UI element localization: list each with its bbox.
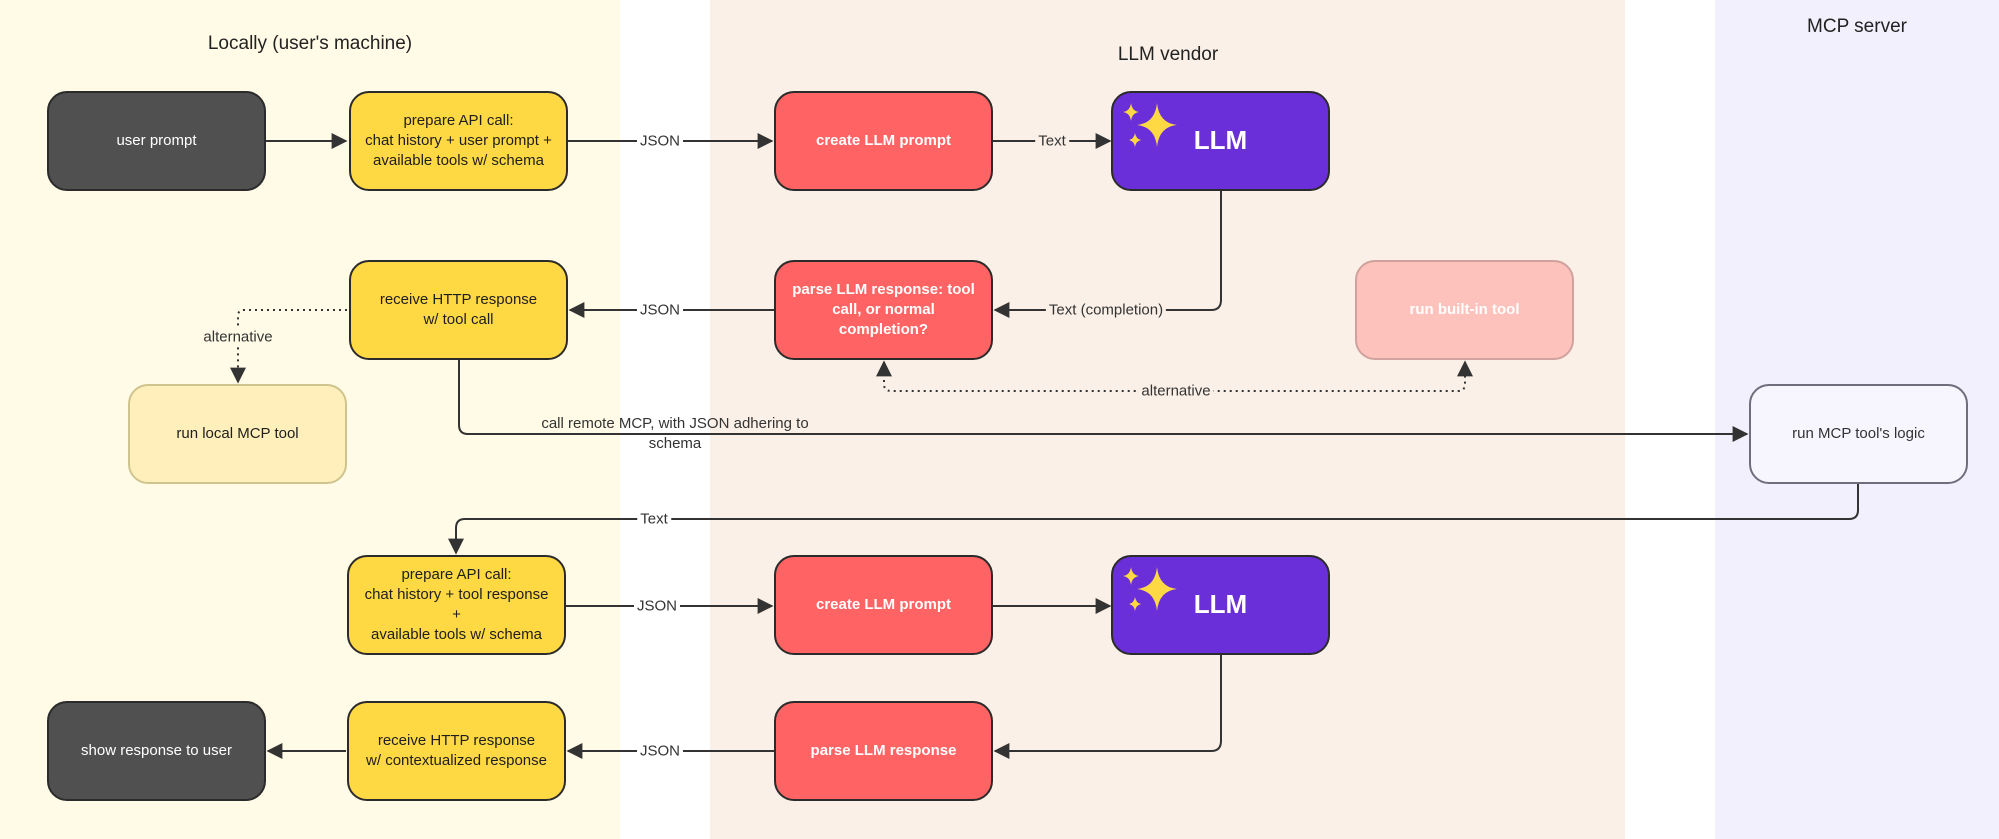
run-local-mcp-tool-label: run local MCP tool	[176, 424, 299, 442]
edge-label-text-1: Text	[1035, 132, 1069, 150]
llm-2-node: LLM	[1111, 555, 1330, 655]
parse-llm-response-node: parse LLM response: tool call, or normal…	[774, 260, 993, 360]
parse-llm-response-2-node: parse LLM response	[774, 701, 993, 801]
edge-receive-to-remote-mcp	[458, 360, 1749, 442]
run-mcp-tool-logic-node: run MCP tool's logic	[1749, 384, 1968, 484]
user-prompt-label: user prompt	[116, 131, 197, 149]
lane-title-vendor: LLM vendor	[1117, 44, 1219, 65]
user-prompt-node: user prompt	[47, 91, 266, 191]
edge-label-json-1: JSON	[636, 132, 684, 150]
parse-llm-response-2-label: parse LLM response	[810, 741, 957, 759]
edge-mcp-text-return	[448, 484, 1859, 555]
create-llm-prompt-node: create LLM prompt	[774, 91, 993, 191]
prepare-api-call-node: prepare API call: chat history + user pr…	[349, 91, 568, 191]
create-llm-prompt-2-label: create LLM prompt	[815, 595, 951, 613]
create-llm-prompt-label: create LLM prompt	[815, 131, 951, 149]
run-built-in-tool-node: run built-in tool	[1355, 260, 1574, 360]
llm-2-label: LLM	[1193, 589, 1248, 620]
llm-label: LLM	[1193, 125, 1248, 156]
prepare-api-call-2-label: prepare API call: chat history + tool re…	[364, 565, 549, 644]
sparkles-icon	[1123, 567, 1177, 611]
edge-label-alternative-builtin: alternative	[1138, 382, 1214, 400]
edge-label-json-3: JSON	[633, 597, 681, 615]
parse-llm-response-label: parse LLM response: tool call, or normal…	[792, 280, 975, 339]
edge-label-alternative-local: alternative	[200, 328, 276, 346]
llm-node: LLM	[1111, 91, 1330, 191]
create-llm-prompt-2-node: create LLM prompt	[774, 555, 993, 655]
receive-tool-call-node: receive HTTP response w/ tool call	[349, 260, 568, 360]
receive-tool-call-label: receive HTTP response w/ tool call	[379, 290, 538, 328]
edge-llm2-to-parse2	[993, 655, 1222, 759]
sparkles-icon	[1123, 103, 1177, 147]
prepare-api-call-2-node: prepare API call: chat history + tool re…	[347, 555, 566, 655]
edge-llm-to-parse	[993, 190, 1222, 318]
run-mcp-tool-logic-label: run MCP tool's logic	[1792, 424, 1925, 442]
edge-label-call-remote-mcp: call remote MCP, with JSON adhering to s…	[541, 415, 809, 453]
lane-title-mcp: MCP server	[1807, 16, 1907, 37]
show-response-label: show response to user	[81, 741, 232, 759]
edge-label-json-4: JSON	[636, 742, 684, 760]
edge-alternative-builtin	[876, 360, 1473, 392]
receive-contextualized-node: receive HTTP response w/ contextualized …	[347, 701, 566, 801]
prepare-api-call-label: prepare API call: chat history + user pr…	[365, 111, 552, 170]
run-local-mcp-tool-node: run local MCP tool	[128, 384, 347, 484]
show-response-node: show response to user	[47, 701, 266, 801]
receive-contextualized-label: receive HTTP response w/ contextualized …	[366, 731, 547, 769]
edge-alternative-local	[230, 309, 347, 384]
edge-label-text-return: Text	[637, 510, 671, 528]
run-built-in-tool-label: run built-in tool	[1409, 300, 1520, 318]
edge-label-text-completion: Text (completion)	[1045, 301, 1167, 319]
lane-title-local: Locally (user's machine)	[207, 33, 413, 54]
edge-label-json-2: JSON	[636, 301, 684, 319]
